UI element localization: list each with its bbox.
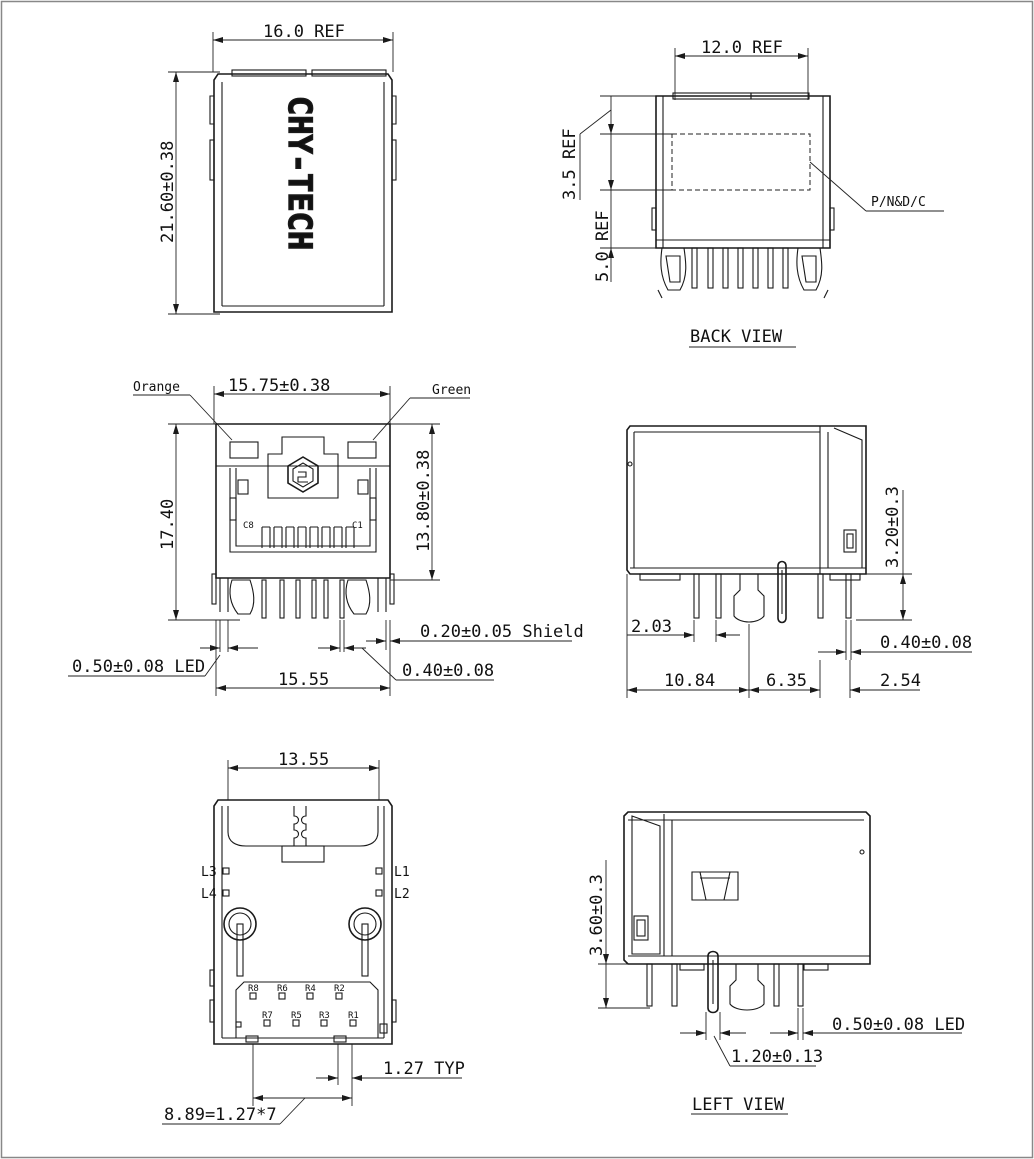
back-width-label: 12.0 REF [701, 38, 783, 58]
pin-r3-label: R3 [319, 1011, 330, 1021]
led-l1-label: L1 [394, 865, 410, 880]
top-width-label: 16.0 REF [263, 22, 345, 42]
led-l3-label: L3 [201, 865, 217, 880]
pin-r4-label: R4 [305, 984, 316, 994]
side-dim-c: 6.35 [766, 671, 807, 691]
side-height-label: 3.20±0.3 [883, 486, 903, 568]
side-dim-d: 2.54 [880, 671, 921, 691]
green-led-label: Green [432, 383, 471, 398]
bottom-view: 13.55 L3 L4 L1 L2 [162, 750, 465, 1125]
front-contacts: C8 C1 [243, 521, 363, 548]
led-l2-label: L2 [394, 887, 410, 902]
left-post-label: 1.20±0.13 [731, 1047, 823, 1067]
pin-r1-label: R1 [348, 1011, 359, 1021]
brand-text: CHY-TECH [281, 96, 319, 250]
pin-r6-label: R6 [277, 984, 288, 994]
side-dim-b: 10.84 [664, 671, 715, 691]
side-pin-label: 0.40±0.08 [880, 633, 972, 653]
front-span-label: 15.55 [278, 670, 329, 690]
contact-c1-label: C1 [352, 521, 363, 531]
front-pin-label: 0.40±0.08 [402, 661, 494, 681]
front-view: 15.75±0.38 Orange Green [68, 376, 584, 696]
front-width-label: 15.75±0.38 [228, 376, 330, 396]
bottom-width-label: 13.55 [278, 750, 329, 770]
led-l4-label: L4 [201, 887, 217, 902]
left-height-label: 3.60±0.3 [587, 874, 607, 956]
back-label-offset: 5.0 REF [593, 210, 613, 282]
pin-r8-label: R8 [248, 984, 259, 994]
side-dim-a: 2.03 [631, 617, 672, 637]
back-view-title: BACK VIEW [690, 327, 783, 347]
pin-r5-label: R5 [291, 1011, 302, 1021]
led-pin-label: 0.50±0.08 LED [72, 657, 205, 677]
back-pins [657, 247, 829, 299]
front-pins [211, 573, 395, 619]
contact-c8-label: C8 [243, 521, 254, 531]
back-label-height: 3.5 REF [560, 128, 580, 200]
left-view: 3.60±0.3 0.50±0.08 LED 1.20±0.13 LEFT VI… [587, 811, 965, 1115]
left-led-pin-label: 0.50±0.08 LED [832, 1015, 965, 1035]
front-body-height-label: 13.80±0.38 [414, 450, 434, 552]
pin-r7-label: R7 [262, 1011, 273, 1021]
row-label: 8.89=1.27*7 [164, 1105, 277, 1125]
pin-r2-label: R2 [334, 984, 345, 994]
side-view: 3.20±0.3 2.03 0.40±0.08 10.84 6.35 2.54 [626, 425, 972, 698]
pitch-label: 1.27 TYP [383, 1059, 465, 1079]
bottom-pin-pads: R8 R6 R4 R2 R7 R5 R3 R1 [235, 984, 388, 1043]
marking-label: P/N&D/C [871, 195, 926, 210]
front-height-label: 17.40 [158, 499, 178, 550]
top-view: 16.0 REF 21.60±0.38 CHY-TECH [158, 22, 397, 315]
shield-label: 0.20±0.05 Shield [420, 622, 584, 642]
left-view-title: LEFT VIEW [692, 1095, 785, 1115]
top-height-label: 21.60±0.38 [158, 141, 178, 243]
orange-led-label: Orange [133, 380, 180, 395]
back-view: 12.0 REF [560, 38, 944, 348]
